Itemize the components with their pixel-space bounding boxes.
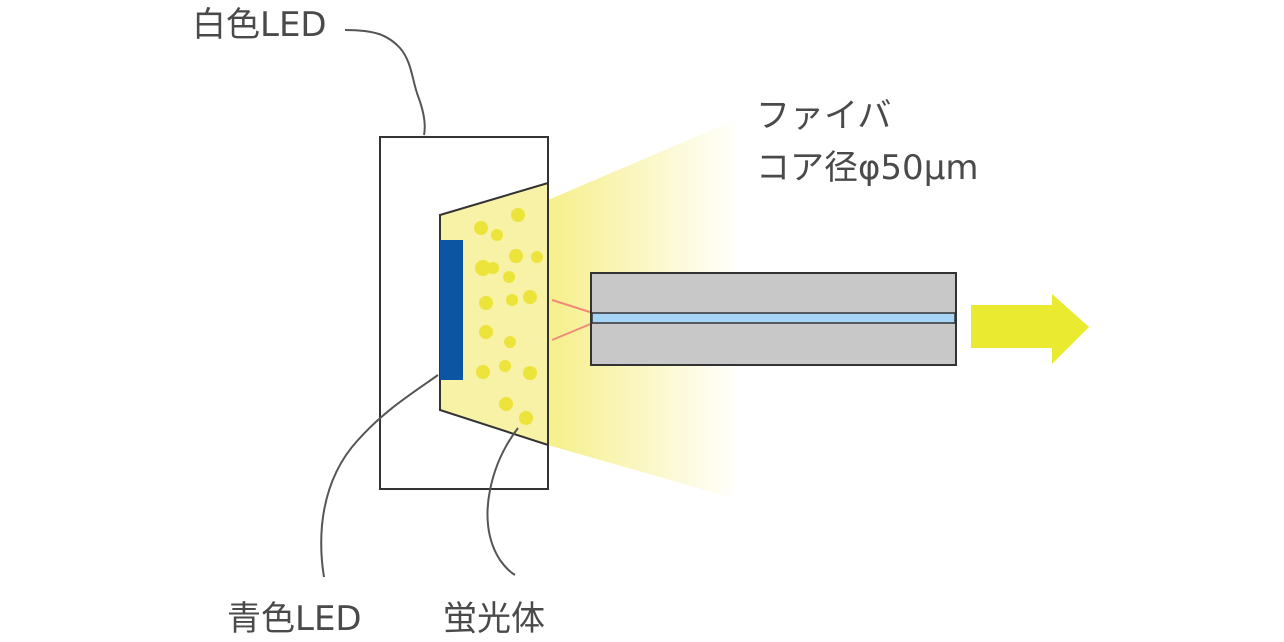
phosphor-particle bbox=[511, 208, 525, 222]
phosphor-particle bbox=[523, 366, 537, 380]
phosphor-particle bbox=[506, 294, 518, 306]
phosphor-particle bbox=[503, 271, 515, 283]
phosphor-particle bbox=[531, 251, 543, 263]
coupling-rays bbox=[551, 299, 594, 341]
blue-led-chip bbox=[440, 240, 463, 380]
phosphor-leader-line bbox=[486, 427, 519, 576]
phosphor-particle bbox=[499, 397, 513, 411]
white-led-leader-line bbox=[344, 29, 426, 136]
fiber-label-line2: コア径φ50μm bbox=[756, 148, 978, 188]
phosphor-particle bbox=[479, 325, 493, 339]
phosphor-particle bbox=[499, 360, 511, 372]
white-led-label: 白色LED bbox=[192, 5, 327, 45]
blue-led-leader-line bbox=[320, 374, 439, 578]
phosphor-particle bbox=[476, 365, 490, 379]
phosphor-particle bbox=[474, 221, 488, 235]
phosphor-particle bbox=[523, 290, 537, 304]
blue-led-label: 青色LED bbox=[227, 599, 362, 639]
right-arrow-icon bbox=[971, 294, 1089, 364]
phosphor-particles bbox=[474, 208, 543, 425]
phosphor-particle bbox=[491, 229, 503, 241]
phosphor-particle bbox=[475, 260, 491, 276]
phosphor-particle bbox=[509, 249, 523, 263]
phosphor-particle bbox=[504, 336, 516, 348]
phosphor-particle bbox=[479, 296, 493, 310]
phosphor-label: 蛍光体 bbox=[443, 599, 545, 639]
phosphor-particle bbox=[519, 411, 533, 425]
fiber-label-line1: ファイバ bbox=[756, 96, 891, 136]
fiber-core bbox=[591, 312, 956, 324]
phosphor-particle bbox=[487, 262, 499, 274]
